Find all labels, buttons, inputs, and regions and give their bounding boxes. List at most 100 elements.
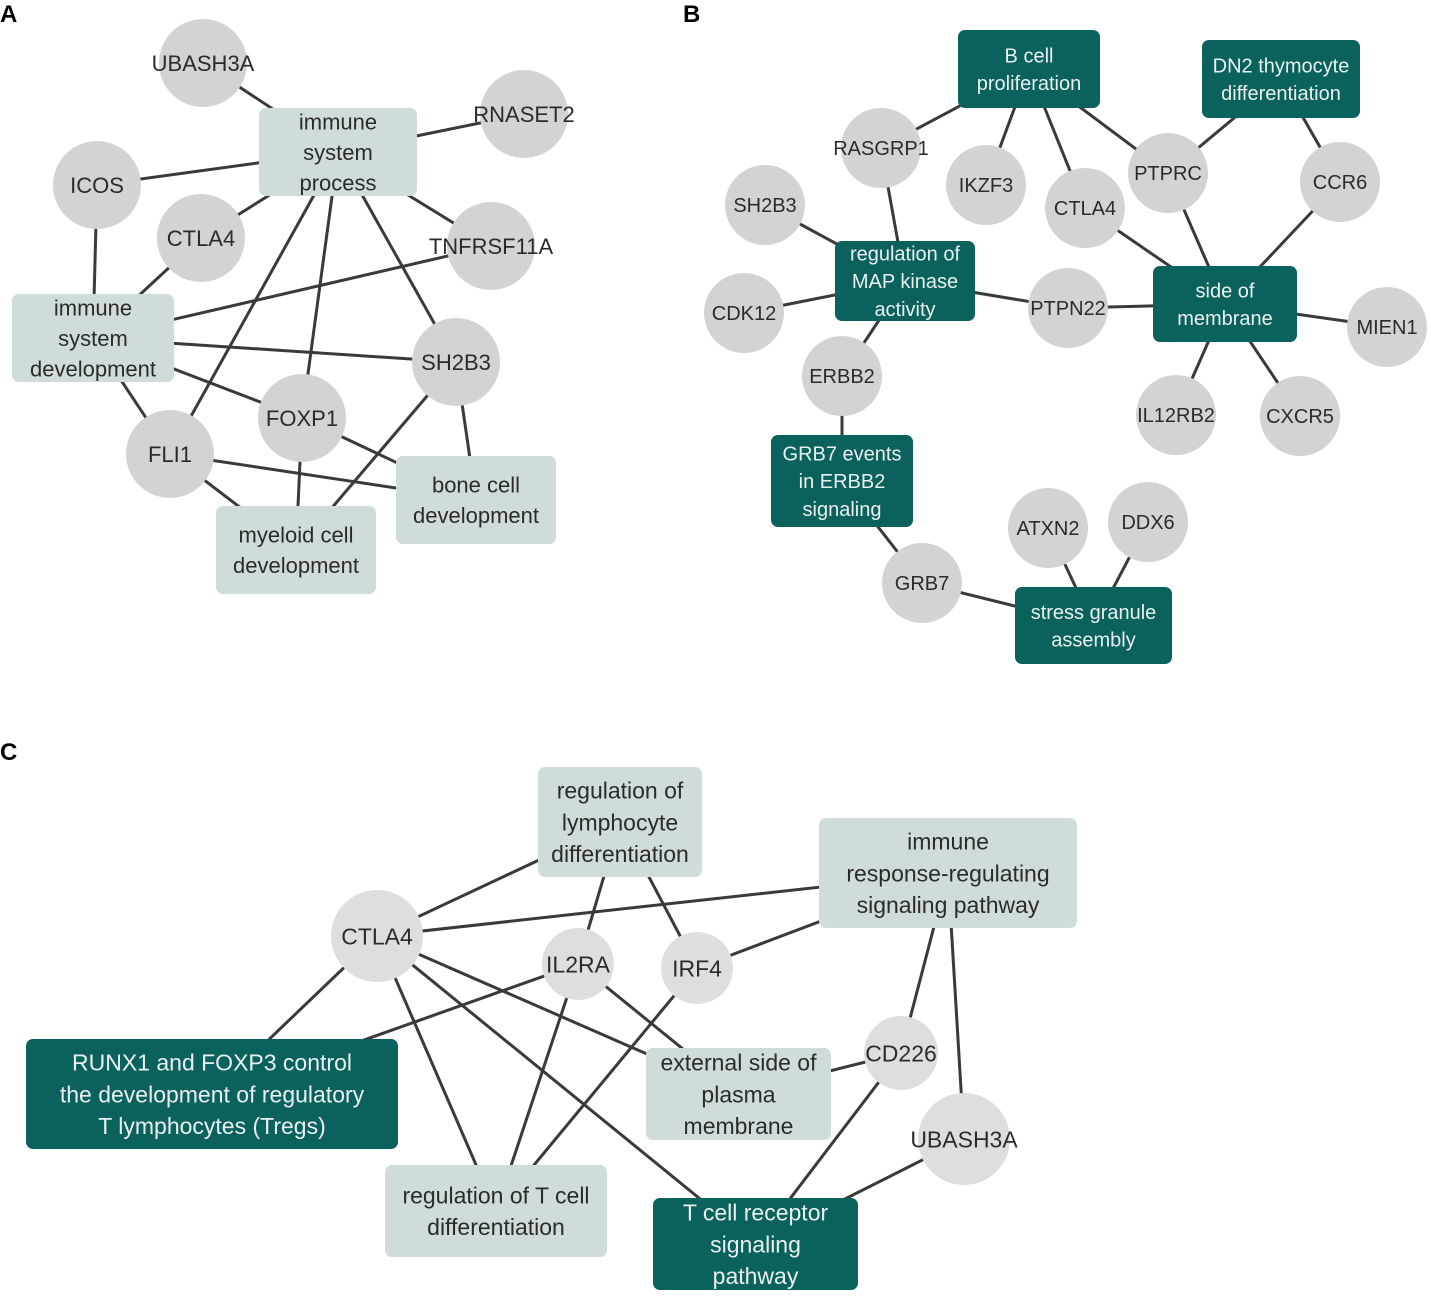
gene-node-circle <box>882 543 962 623</box>
gene-node-ctla4[interactable]: CTLA4 <box>1045 168 1125 248</box>
gene-node-ikzf3[interactable]: IKZF3 <box>946 145 1026 225</box>
gene-node-il12rb2[interactable]: IL12RB2 <box>1136 375 1216 455</box>
gene-node-ctla4[interactable]: CTLA4 <box>331 890 423 982</box>
term-label-line: DN2 thymocyte <box>1213 55 1350 77</box>
gene-node-atxn2[interactable]: ATXN2 <box>1008 488 1088 568</box>
term-node-stress-granule-assembly[interactable]: stress granule assembly <box>1015 587 1172 664</box>
gene-node-cxcr5[interactable]: CXCR5 <box>1260 376 1340 456</box>
gene-node-cdk12[interactable]: CDK12 <box>704 273 784 353</box>
gene-node-circle <box>841 108 921 188</box>
gene-label: FOXP1 <box>266 406 338 431</box>
panel-label: C <box>0 739 17 766</box>
gene-node-circle <box>1136 375 1216 455</box>
gene-node-circle <box>447 202 535 290</box>
gene-label: CTLA4 <box>341 923 413 949</box>
term-node-box <box>12 294 174 382</box>
term-label-line: membrane <box>1177 308 1273 330</box>
term-node-box <box>26 1039 398 1149</box>
gene-label: CDK12 <box>712 303 776 325</box>
term-label-line: regulation of T cell <box>402 1182 589 1208</box>
gene-label: PTPRC <box>1134 163 1202 185</box>
gene-label: PTPN22 <box>1030 298 1106 320</box>
gene-node-ddx6[interactable]: DDX6 <box>1108 482 1188 562</box>
gene-label: IL2RA <box>546 951 611 977</box>
gene-node-rasgrp1[interactable]: RASGRP1 <box>833 108 929 188</box>
gene-node-ctla4[interactable]: CTLA4 <box>157 194 245 282</box>
term-node-box <box>646 1048 831 1140</box>
gene-node-cd226[interactable]: CD226 <box>864 1016 938 1090</box>
term-label-line: response-regulating <box>846 860 1049 886</box>
gene-label: ICOS <box>70 173 124 198</box>
gene-node-circle <box>1260 376 1340 456</box>
term-node-box <box>1202 40 1360 118</box>
term-label-line: activity <box>874 299 935 321</box>
term-label-line: T lymphocytes (Tregs) <box>98 1113 326 1139</box>
gene-node-circle <box>1128 133 1208 213</box>
gene-node-circle <box>542 928 614 1000</box>
gene-node-grb7[interactable]: GRB7 <box>882 543 962 623</box>
gene-node-circle <box>157 194 245 282</box>
term-node-dn2-thymocyte-differentiation[interactable]: DN2 thymocyte differentiation <box>1202 40 1360 118</box>
term-label-line: signaling <box>803 499 882 521</box>
term-node-box <box>771 435 913 527</box>
term-node-box <box>1015 587 1172 664</box>
term-label-line: assembly <box>1051 630 1135 652</box>
gene-node-sh2b3[interactable]: SH2B3 <box>725 165 805 245</box>
gene-node-tnfrsf11a[interactable]: TNFRSF11A <box>429 202 554 290</box>
gene-node-ubash3a[interactable]: UBASH3A <box>910 1093 1018 1185</box>
term-label-line: regulation of <box>850 244 961 266</box>
term-label-line: membrane <box>684 1113 794 1139</box>
term-label-line: external side of <box>661 1050 818 1076</box>
gene-label: CXCR5 <box>1266 406 1334 428</box>
term-label-line: stress granule <box>1031 602 1157 624</box>
gene-node-irf4[interactable]: IRF4 <box>661 932 733 1004</box>
gene-label: RNASET2 <box>473 102 574 127</box>
gene-node-sh2b3[interactable]: SH2B3 <box>412 318 500 406</box>
term-label-line: RUNX1 and FOXP3 control <box>72 1050 352 1076</box>
term-node-box <box>653 1198 858 1290</box>
term-label-line: signaling <box>710 1231 801 1257</box>
gene-node-circle <box>1108 482 1188 562</box>
gene-node-ubash3a[interactable]: UBASH3A <box>152 19 255 107</box>
gene-label: UBASH3A <box>910 1126 1018 1152</box>
gene-node-ccr6[interactable]: CCR6 <box>1300 142 1380 222</box>
gene-node-ptprc[interactable]: PTPRC <box>1128 133 1208 213</box>
panel-label: A <box>0 1 17 28</box>
gene-label: ATXN2 <box>1017 518 1080 540</box>
gene-node-mien1[interactable]: MIEN1 <box>1347 287 1427 367</box>
gene-node-foxp1[interactable]: FOXP1 <box>258 374 346 462</box>
gene-node-il2ra[interactable]: IL2RA <box>542 928 614 1000</box>
term-label-line: process <box>299 170 376 195</box>
gene-node-circle <box>918 1093 1010 1185</box>
gene-node-erbb2[interactable]: ERBB2 <box>802 336 882 416</box>
gene-label: RASGRP1 <box>833 138 929 160</box>
term-label-line: differentiation <box>1221 83 1341 105</box>
gene-node-icos[interactable]: ICOS <box>53 141 141 229</box>
gene-label: CTLA4 <box>1054 198 1116 220</box>
gene-node-rnaset2[interactable]: RNASET2 <box>473 70 575 158</box>
gene-label: UBASH3A <box>152 51 255 76</box>
term-node-regulation-of-map-kinase-activity[interactable]: regulation of MAP kinase activity <box>835 241 975 321</box>
term-label-line: development <box>233 553 359 578</box>
term-label-line: MAP kinase <box>852 271 958 293</box>
gene-node-circle <box>725 165 805 245</box>
gene-node-ptpn22[interactable]: PTPN22 <box>1028 268 1108 348</box>
term-node-box <box>1153 266 1297 342</box>
gene-node-circle <box>1045 168 1125 248</box>
gene-node-fli1[interactable]: FLI1 <box>126 410 214 498</box>
gene-node-circle <box>159 19 247 107</box>
